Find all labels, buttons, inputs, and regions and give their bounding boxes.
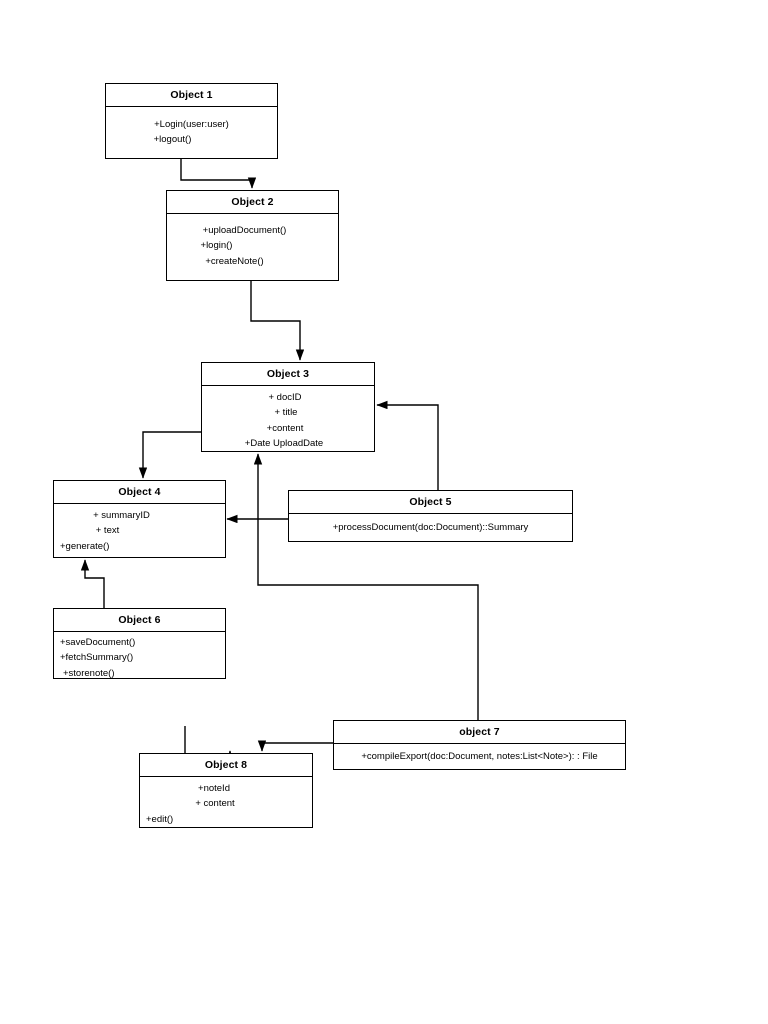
class-members-object1: +Login(user:user) +logout() xyxy=(106,107,277,159)
class-box-object5[interactable]: Object 5 +processDocument(doc:Document):… xyxy=(288,490,573,542)
connector-object1-to-object2 xyxy=(180,158,257,189)
class-members-object7: +compileExport(doc:Document, notes:List<… xyxy=(334,744,625,770)
member-item: +edit() xyxy=(146,813,174,825)
class-members-object5: +processDocument(doc:Document)::Summary xyxy=(289,514,572,542)
class-box-object4[interactable]: Object 4 + summaryID + text +generate() xyxy=(53,480,226,558)
member-item: +Login(user:user) xyxy=(154,118,229,130)
member-item: + content xyxy=(195,798,235,809)
member-item: +createNote() xyxy=(205,255,264,267)
connector-object6-to-object4 xyxy=(80,559,105,608)
class-members-object2: +uploadDocument() +login() +createNote() xyxy=(167,214,338,281)
member-item: + title xyxy=(274,407,298,418)
member-item: +saveDocument() xyxy=(60,636,136,648)
member-item: +processDocument(doc:Document)::Summary xyxy=(332,521,529,533)
member-item: +generate() xyxy=(60,540,110,552)
class-members-object8: +noteId + content +edit() xyxy=(140,777,312,832)
class-title-object5: Object 5 xyxy=(289,491,572,514)
class-title-object6: Object 6 xyxy=(54,609,225,632)
class-box-object2[interactable]: Object 2 +uploadDocument() +login() +cre… xyxy=(166,190,339,281)
class-box-object1[interactable]: Object 1 +Login(user:user) +logout() xyxy=(105,83,278,159)
class-title-object4: Object 4 xyxy=(54,481,225,504)
class-members-object4: + summaryID + text +generate() xyxy=(54,504,225,559)
class-box-object3[interactable]: Object 3 + docID + title +content +Date … xyxy=(201,362,375,452)
connector-object2-to-object3 xyxy=(250,281,305,361)
class-box-object6[interactable]: Object 6 +saveDocument() +fetchSummary()… xyxy=(53,608,226,679)
class-box-object8[interactable]: Object 8 +noteId + content +edit() xyxy=(139,753,313,828)
connector-object7-to-object8 xyxy=(257,740,333,752)
member-item: +content xyxy=(266,422,304,434)
member-item: + text xyxy=(95,525,120,536)
class-title-object8: Object 8 xyxy=(140,754,312,777)
class-title-object1: Object 1 xyxy=(106,84,277,107)
class-members-object6: +saveDocument() +fetchSummary() +storeno… xyxy=(54,632,225,686)
member-item: +storenote() xyxy=(63,667,115,679)
class-title-object7: object 7 xyxy=(334,721,625,744)
class-title-object2: Object 2 xyxy=(167,191,338,214)
member-item: + docID xyxy=(268,391,302,403)
connector-object3-to-object4 xyxy=(138,431,201,479)
member-item: +Date UploadDate xyxy=(244,438,324,449)
class-box-object7[interactable]: object 7 +compileExport(doc:Document, no… xyxy=(333,720,626,770)
class-title-object3: Object 3 xyxy=(202,363,374,386)
member-item: +login() xyxy=(200,240,233,251)
member-item: +compileExport(doc:Document, notes:List<… xyxy=(361,750,598,762)
member-item: +noteId xyxy=(198,782,230,794)
member-item: +fetchSummary() xyxy=(60,652,134,663)
member-item: +logout() xyxy=(153,134,192,146)
member-item: +uploadDocument() xyxy=(202,224,287,236)
connector-object5-to-object3 xyxy=(376,400,439,490)
member-item: + summaryID xyxy=(93,509,150,521)
class-members-object3: + docID + title +content +Date UploadDat… xyxy=(202,386,374,456)
